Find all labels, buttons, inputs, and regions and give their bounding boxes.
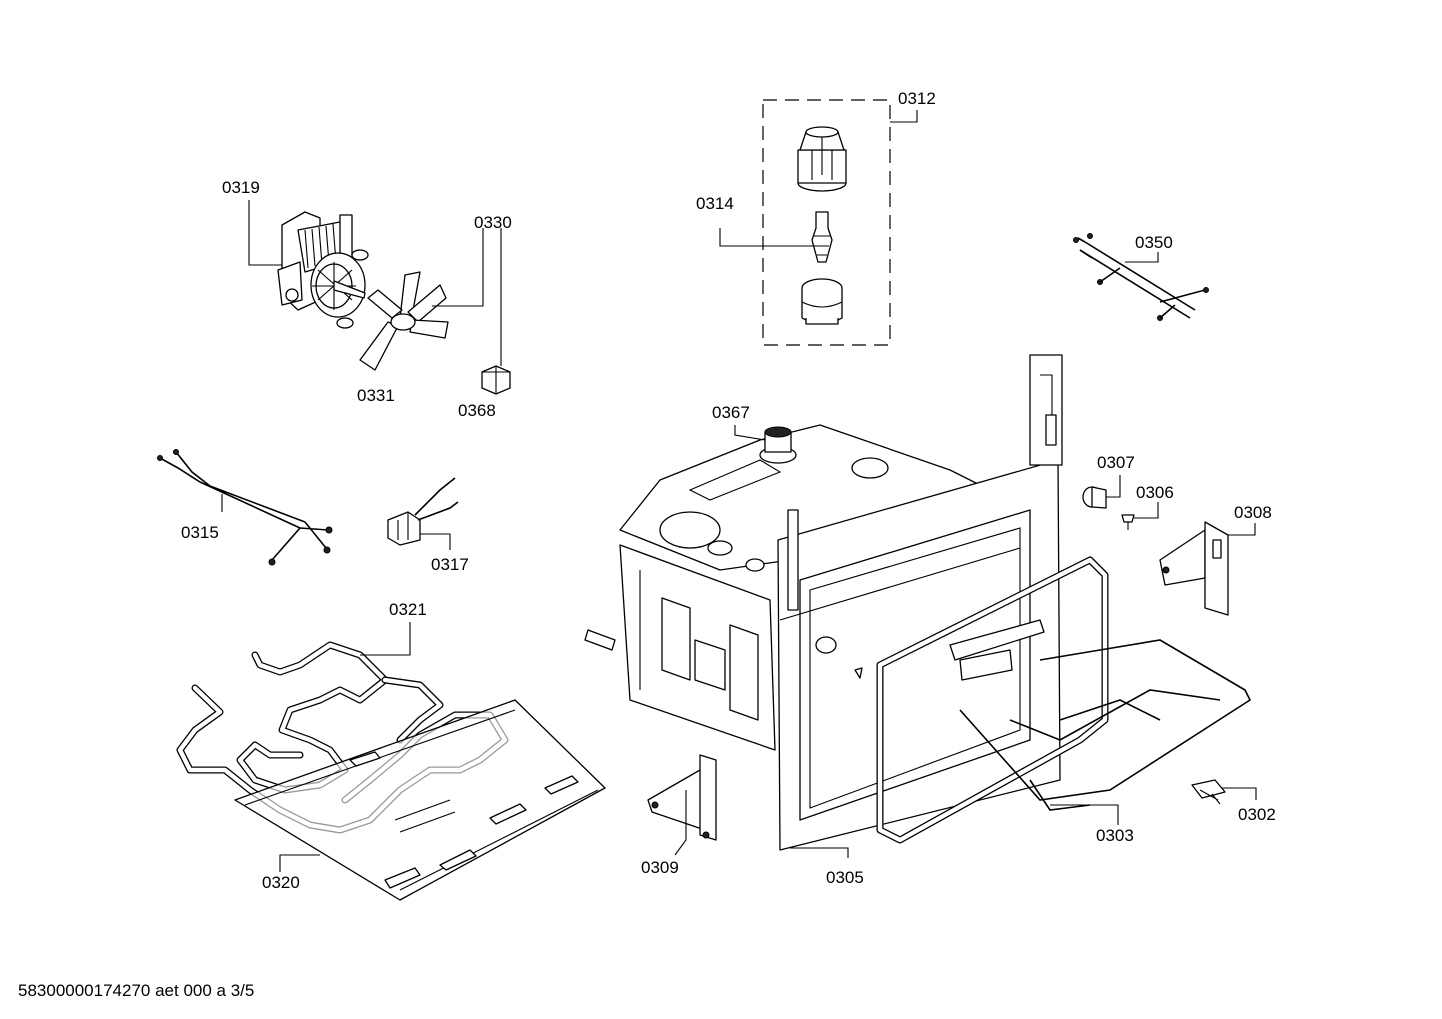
label-0303: 0303 (1096, 826, 1134, 845)
label-0305: 0305 (826, 868, 864, 887)
lamp-assembly-group (719, 99, 918, 346)
lamp-cover (801, 278, 843, 325)
bottom-plate (234, 699, 606, 901)
label-0302: 0302 (1238, 805, 1276, 824)
label-0317: 0317 (431, 555, 469, 574)
plug-0307 (1082, 475, 1121, 509)
part-labels: 0312 0319 0330 0314 0350 0331 0368 0367 … (181, 89, 1276, 892)
connector-0317 (387, 477, 459, 550)
grill-element-0303 (876, 556, 1252, 844)
label-0308: 0308 (1234, 503, 1272, 522)
label-0368: 0368 (458, 401, 496, 420)
heating-element-0321 (176, 622, 509, 834)
screw-0306 (1121, 502, 1159, 530)
lamp-bulb (811, 211, 833, 263)
fan-blade (359, 228, 484, 371)
fan-nut (481, 228, 511, 395)
lamp-housing (797, 126, 847, 192)
label-0331: 0331 (357, 386, 395, 405)
label-0315: 0315 (181, 523, 219, 542)
label-0306: 0306 (1136, 483, 1174, 502)
label-0312: 0312 (898, 89, 936, 108)
fan-motor (248, 200, 369, 329)
label-0320: 0320 (262, 873, 300, 892)
label-0319: 0319 (222, 178, 260, 197)
drawing-number-footer: 58300000174270 aet 000 a 3/5 (18, 981, 255, 1000)
oven-cavity (584, 354, 1063, 858)
label-0307: 0307 (1097, 453, 1135, 472)
bracket-0309 (647, 754, 717, 856)
wiring-harness-0315 (157, 449, 333, 566)
label-0330: 0330 (474, 213, 512, 232)
thermostat-sensor-0367 (734, 425, 797, 464)
label-0321: 0321 (389, 600, 427, 619)
label-0350: 0350 (1135, 233, 1173, 252)
label-0314: 0314 (696, 194, 734, 213)
bracket-0308 (1159, 521, 1256, 616)
label-0367: 0367 (712, 403, 750, 422)
clip-0302 (1191, 779, 1257, 805)
wiring-harness-0350 (1073, 233, 1209, 321)
label-0309: 0309 (641, 858, 679, 877)
